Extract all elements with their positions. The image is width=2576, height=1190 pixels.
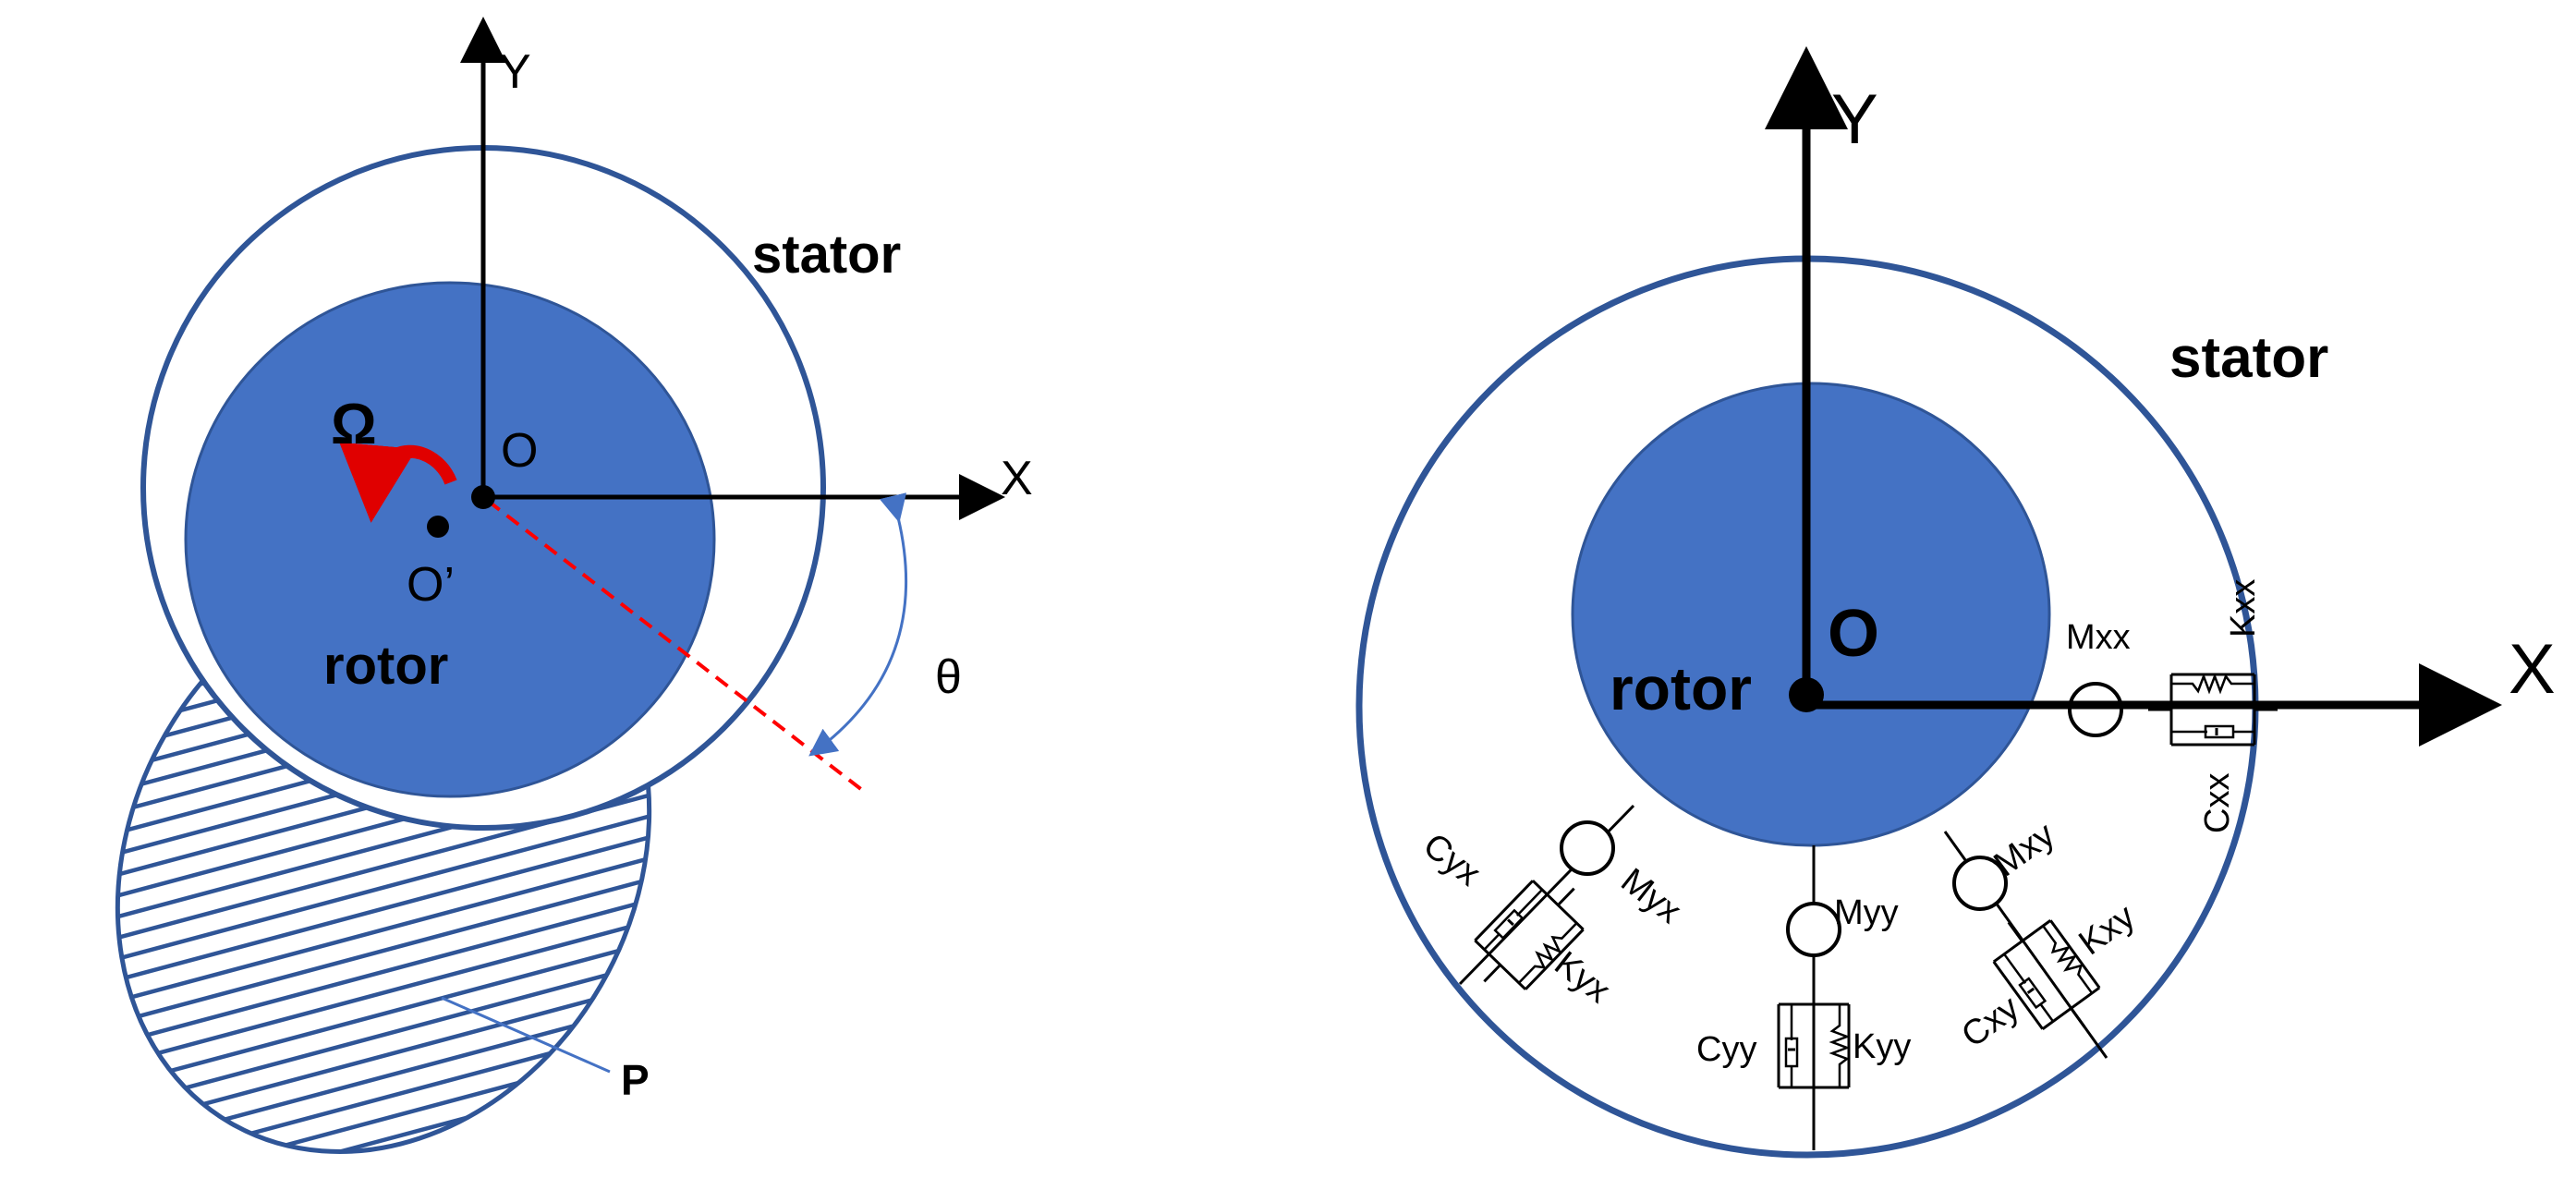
origin-label: O (1828, 597, 1879, 671)
y-axis-label: Y (499, 45, 531, 99)
mass-xy-icon (1952, 856, 2008, 911)
mass-yy-icon (1786, 902, 1841, 957)
rotor-disk (1571, 382, 2051, 847)
pressure-leader-line (441, 996, 611, 1074)
origin-label: O (501, 424, 538, 478)
rotor-label: rotor (323, 636, 448, 696)
y-axis-label: Y (1831, 80, 1878, 159)
pressure-label: P (621, 1056, 650, 1104)
damper-yy-label: Cyy (1696, 1030, 1756, 1069)
left-diagram: Y X stator rotor O O’ Ω θ P (115, 17, 1033, 1154)
damper-xx-label: Cxx (2198, 773, 2237, 833)
mass-yx-icon (1560, 820, 1615, 876)
stator-label: stator (2169, 326, 2328, 390)
spring-yy-label: Kyy (1853, 1027, 1911, 1066)
x-axis-label: X (2509, 630, 2556, 709)
mass-xx-label: Mxx (2066, 618, 2131, 657)
origin-point (471, 485, 495, 509)
stator-label: stator (752, 225, 901, 285)
rotor-center-label: O’ (407, 558, 455, 612)
theta-angle-arc (808, 492, 908, 757)
mass-yy-label: Myy (1834, 893, 1899, 932)
x-axis-label: X (1001, 452, 1033, 505)
rotation-arrow-icon (339, 442, 457, 523)
rotor-disk (184, 281, 716, 798)
spring-xx-label: Kxx (2224, 579, 2263, 638)
origin-point (1789, 677, 1824, 712)
theta-label: θ (935, 650, 962, 704)
omega-label: Ω (331, 393, 377, 456)
rotor-label: rotor (1610, 654, 1752, 722)
rotor-center-point (427, 516, 449, 538)
mass-xx-icon (2068, 682, 2123, 737)
theta-reference-line (486, 499, 864, 792)
right-diagram: Y X stator rotor O Mxx Kxx Cxx Myx Kyx C… (1355, 46, 2556, 1159)
